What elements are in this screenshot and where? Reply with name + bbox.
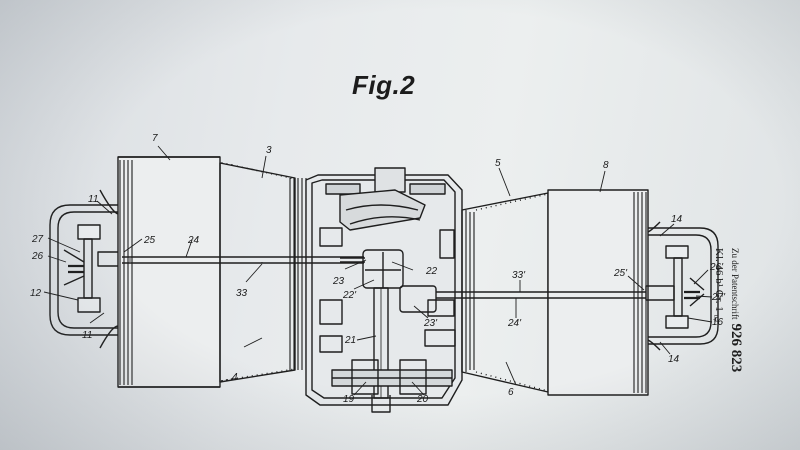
label-8: 8 (603, 160, 609, 171)
label-21: 21 (344, 335, 356, 346)
label-19: 19 (343, 394, 355, 405)
label-26: 26 (31, 251, 44, 262)
label-26-prime: 26' (709, 262, 724, 273)
patent-number: 926 823 (728, 323, 744, 373)
label-11-bottom: 11 (82, 330, 92, 341)
patent-note-prefix: Zu der Patentschrift (730, 248, 740, 320)
label-27: 27 (31, 234, 44, 245)
label-27-prime: 27' (711, 292, 726, 303)
label-3: 3 (266, 145, 272, 156)
left-cylinder (117, 156, 221, 388)
leader-lines (43, 145, 713, 396)
reference-labels: 7 3 11 27 26 12 11 25 24 33 4 23 22 22' … (30, 133, 726, 405)
label-11-top: 11 (88, 194, 98, 205)
label-33-prime: 33' (512, 270, 526, 281)
central-gearbox (305, 167, 463, 413)
patent-classification: Kl. 46 b¹ Gr. 1 ₀₂ (713, 248, 725, 323)
label-16: 16 (712, 317, 724, 328)
figure-title: Fig.2 (352, 70, 416, 100)
label-23-prime: 23' (423, 318, 438, 329)
label-14-bottom: 14 (668, 354, 680, 365)
label-23: 23 (332, 276, 345, 287)
label-25: 25 (143, 235, 156, 246)
label-4: 4 (232, 372, 238, 383)
shafts (122, 256, 646, 299)
label-24: 24 (187, 235, 200, 246)
patent-reference-note: Zu der Patentschrift 926 823 Kl. 46 b¹ Gr… (713, 248, 744, 372)
label-12: 12 (30, 288, 42, 299)
label-7: 7 (152, 133, 158, 144)
label-22: 22 (425, 266, 438, 277)
label-14-top: 14 (671, 214, 683, 225)
right-end-housing (645, 221, 719, 351)
left-cone (219, 162, 307, 383)
label-24-prime: 24' (507, 318, 522, 329)
left-end-housing (49, 189, 123, 349)
label-6: 6 (508, 387, 514, 398)
label-5: 5 (495, 158, 501, 169)
label-22-prime: 22' (342, 290, 357, 301)
label-20: 20 (416, 394, 429, 405)
label-25-prime: 25' (613, 268, 628, 279)
label-33: 33 (236, 288, 248, 299)
